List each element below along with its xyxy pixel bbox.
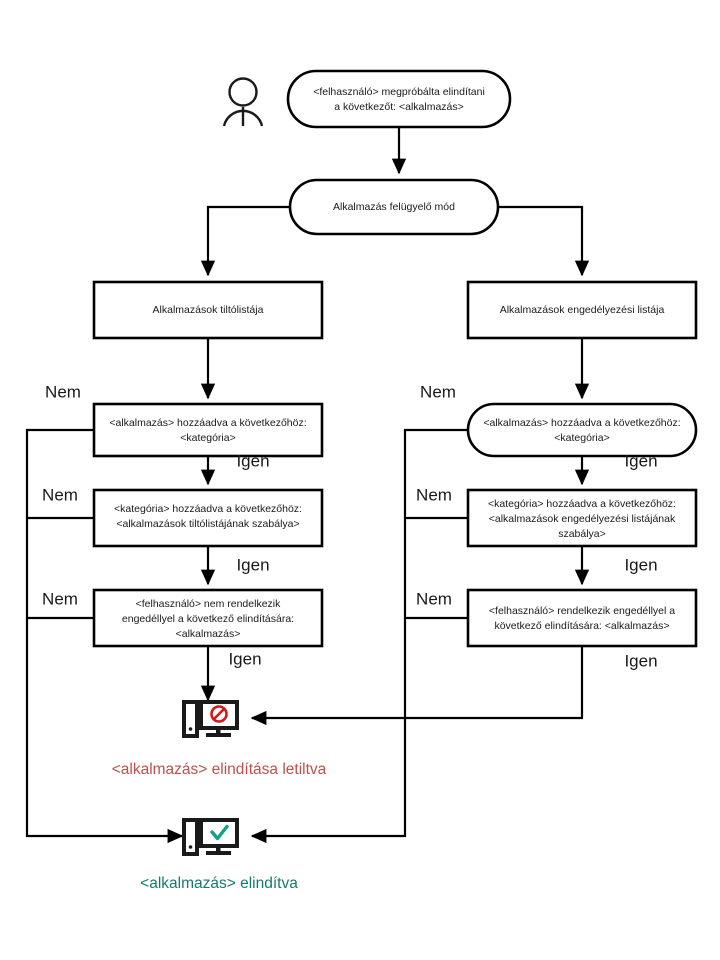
monitor-allowed-icon (182, 818, 239, 856)
label-left-no-3: Nem (42, 589, 78, 608)
label-right-no-2: Nem (416, 485, 452, 504)
label-right-no-1: Nem (420, 382, 456, 401)
connector-mode-to-denylist (200, 205, 290, 277)
node-start-line-2: a következőt: <alkalmazás> (334, 101, 464, 113)
node-allow-category-in-rule: <kategória> hozzáadva a következőhöz: <a… (466, 488, 698, 548)
monitor-blocked-icon (182, 700, 239, 738)
label-right-no-3: Nem (416, 589, 452, 608)
node-mode: Alkalmazás felügyelő mód (288, 178, 500, 236)
node-deny-user-no-permission-line-3: <alkalmazás> (176, 628, 241, 640)
node-denylist: Alkalmazások tiltólistája (92, 280, 324, 340)
label-left-yes-2: Igen (236, 555, 269, 574)
connector-right-no-rail-to-started (250, 428, 468, 844)
node-allow-app-in-category: <alkalmazás> hozzáadva a következőhöz: <… (466, 402, 698, 458)
user-icon (222, 77, 264, 127)
node-allow-user-has-permission-line-2: következő elindítására: <alkalmazás> (494, 620, 669, 632)
node-allowlist-label: Alkalmazások engedélyezési listája (500, 304, 665, 316)
node-deny-user-no-permission-line-2: engedéllyel a következő elindítására: (122, 613, 294, 625)
node-deny-category-in-rule-line-1: <kategória> hozzáadva a következőhöz: (114, 503, 302, 515)
node-denylist-label: Alkalmazások tiltólistája (153, 304, 264, 316)
node-allow-category-in-rule-line-3: szabálya> (558, 528, 606, 540)
node-allow-user-has-permission: <felhasználó> rendelkezik engedéllyel a … (466, 588, 698, 648)
label-left-no-2: Nem (42, 485, 78, 504)
node-allow-app-in-category-line-1: <alkalmazás> hozzáadva a következőhöz: (483, 417, 680, 429)
label-left-no-1: Nem (45, 382, 81, 401)
node-allow-app-in-category-line-2: <kategória> (554, 432, 609, 444)
node-start: <felhasználó> megpróbálta elindítani a k… (286, 69, 512, 129)
node-allow-category-in-rule-line-2: <alkalmazások engedélyezési listájának (489, 513, 676, 525)
node-deny-user-no-permission: <felhasználó> nem rendelkezik engedéllye… (92, 588, 324, 648)
node-deny-app-in-category: <alkalmazás> hozzáadva a következőhöz: <… (92, 402, 324, 458)
label-left-yes-1: Igen (236, 451, 269, 470)
node-mode-label: Alkalmazás felügyelő mód (333, 201, 455, 213)
node-allow-user-has-permission-line-1: <felhasználó> rendelkezik engedéllyel a (489, 605, 675, 617)
connector-left-no-rail-to-started (25, 428, 184, 844)
label-left-yes-3: Igen (228, 649, 261, 668)
node-deny-category-in-rule-line-2: <alkalmazások tiltólistájának szabálya> (116, 518, 299, 530)
node-deny-app-in-category-line-1: <alkalmazás> hozzáadva a következőhöz: (109, 417, 306, 429)
node-deny-user-no-permission-line-1: <felhasználó> nem rendelkezik (136, 598, 282, 610)
label-right-yes-3: Igen (624, 651, 657, 670)
label-right-yes-1: Igen (624, 451, 657, 470)
connector-right-q3-to-blocked (250, 646, 584, 726)
started-outcome-label: <alkalmazás> elindítva (140, 875, 298, 892)
node-start-line-1: <felhasználó> megpróbálta elindítani (313, 86, 485, 98)
node-allowlist: Alkalmazások engedélyezési listája (466, 280, 698, 340)
blocked-outcome-label: <alkalmazás> elindítása letiltva (112, 761, 327, 778)
label-right-yes-2: Igen (624, 555, 657, 574)
node-allow-category-in-rule-line-1: <kategória> hozzáadva a következőhöz: (488, 498, 676, 510)
connector-mode-to-allowlist (498, 205, 590, 277)
node-deny-category-in-rule: <kategória> hozzáadva a következőhöz: <a… (92, 488, 324, 548)
node-deny-app-in-category-line-2: <kategória> (180, 432, 235, 444)
